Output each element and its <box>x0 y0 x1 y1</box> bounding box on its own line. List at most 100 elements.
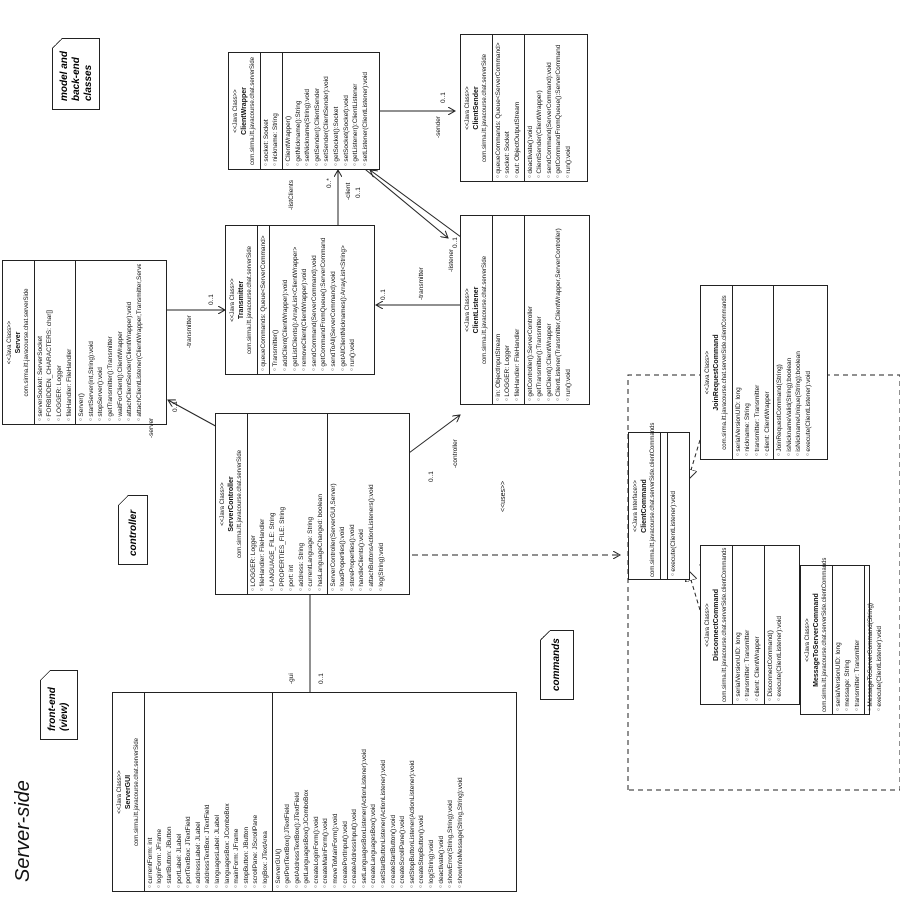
method: createAddressInput():void <box>350 696 360 888</box>
field: serialVersionUID: long <box>734 549 744 701</box>
class-name: Server <box>14 331 22 354</box>
method: ClientSender(ClientWrapper) <box>535 38 545 178</box>
label-transmitter-2-mult: 0..1 <box>380 289 387 300</box>
methods: DisconnectCommand() execute(ClientListen… <box>763 546 786 704</box>
field: languagesLabel: JLabel <box>213 696 223 888</box>
label-server: -server <box>148 417 155 438</box>
method: run():void <box>348 229 358 371</box>
method: getListener():ClientListener <box>351 56 361 166</box>
method: startServer(int,String):void <box>87 264 97 421</box>
label-transmitter-1: -transmitter <box>186 315 193 348</box>
method: setSender(ClientSender):void <box>322 56 332 166</box>
method: sendToAll(ServerCommand):void <box>329 229 339 371</box>
method: getTransmitter():Transmitter <box>535 219 545 401</box>
stereotype: <<Java Class>> <box>233 89 239 133</box>
fields: in: ObjectInputStream LOGGER: Logger fil… <box>493 216 524 404</box>
class-name: DisconnectCommand <box>712 589 720 661</box>
method: getController():ServerController <box>526 219 536 401</box>
field: PROPERTIES_FILE: String <box>278 417 288 591</box>
fields: currentForm: int loginForm: JFrame start… <box>145 693 272 891</box>
field: address: String <box>297 417 307 591</box>
package-name: com.sirma.itt.javacourse.chat.serverSide… <box>722 295 729 450</box>
field: LANGUAGE_FILE: String <box>268 417 278 591</box>
stereotype: <<Java Class>> <box>7 320 13 365</box>
class-name: ClientListener <box>472 286 480 334</box>
package-name: com.sirma.itt.javacourse.chat.serverSide <box>482 255 489 365</box>
method: execute(ClientListener):void <box>775 549 785 701</box>
method: waitForClient():ClientWrapper <box>116 264 126 421</box>
fields: queueCommands: Queue<ServerCommand> <box>258 226 270 374</box>
methods: ServerGUI() getPortTextBox():JTextField … <box>271 693 467 891</box>
assoc-clientwrapper-listener <box>359 164 448 238</box>
field: addressTextBox: JTextField <box>203 696 213 888</box>
method: getPortTextBox():JTextField <box>283 696 293 888</box>
field: nickname: String <box>271 56 281 166</box>
methods: JoinRequestCommand(String) isNicknameVal… <box>773 286 815 459</box>
class-name: ClientWrapper <box>240 87 248 135</box>
field: addressLabel: JLabel <box>194 696 204 888</box>
method: DisconnectCommand() <box>766 549 776 701</box>
class-server-gui: <<Java Class>> ServerGUI com.sirma.itt.j… <box>112 692 517 892</box>
method: storeProperties():void <box>348 417 358 591</box>
stereotype: <<Java Class>> <box>705 603 711 647</box>
field: queueCommands: Queue<ServerCommand> <box>494 38 504 178</box>
method: showInfoMessage(String,String):void <box>456 696 466 888</box>
field: FORBIDDEN_CHARACTERS: char[] <box>45 264 55 421</box>
method: createStopButton():void <box>417 696 427 888</box>
method: MessageToServerCommand(String) <box>866 569 876 711</box>
method: createScrollPane():void <box>398 696 408 888</box>
method: getTransmitter():Transmitter <box>106 264 116 421</box>
label-gui-mult: 0..1 <box>318 673 325 684</box>
class-name: ServerController <box>227 476 235 532</box>
method: sendCommand(ServerCommand):void <box>310 229 320 371</box>
label-client-mult: 0..1 <box>355 187 362 198</box>
field: fileHandler: FileHandler <box>258 417 268 591</box>
note-commands: commands <box>540 630 574 700</box>
field: message: String <box>843 569 853 711</box>
method: addClient(ClientWrapper):void <box>281 229 291 371</box>
field: portLabel: JLabel <box>175 696 185 888</box>
methods: MessageToServerCommand(String) execute(C… <box>863 566 886 714</box>
method: execute(ClientListener):void <box>875 569 885 711</box>
method: Transmitter() <box>271 229 281 371</box>
field: LOGGER: Logger <box>503 219 513 401</box>
label-sender: -sender <box>435 115 442 138</box>
field: socket: Socket <box>503 38 513 178</box>
method: execute(ClientListener):void <box>669 436 679 576</box>
methods: ServerController(ServerGUI,Server) loadP… <box>326 414 388 594</box>
label-client: -client <box>345 182 352 200</box>
methods: execute(ClientListener):void <box>666 433 680 579</box>
method: createPortInput():void <box>341 696 351 888</box>
method: getSocket():Socket <box>332 56 342 166</box>
class-name: Transmitter <box>237 280 245 320</box>
class-server-controller: <<Java Class>> ServerController com.sirm… <box>215 413 410 595</box>
method: getAddressTextBox():JTextField <box>293 696 303 888</box>
method: handleClients():void <box>357 417 367 591</box>
class-client-sender: <<Java Class>> ClientSender com.sirma.it… <box>460 34 588 182</box>
field: stopButton: JButton <box>242 696 252 888</box>
method: deactivate():void <box>526 38 536 178</box>
field: out: ObjectOutputStream <box>513 38 523 178</box>
label-server-mult: 0..1 <box>172 401 179 412</box>
method: getListClients():ArrayList<ClientWrapper… <box>291 229 301 371</box>
class-client-wrapper: <<Java Class>> ClientWrapper com.sirma.i… <box>228 52 380 170</box>
field: LOGGER: Logger <box>249 417 259 591</box>
fields: serialVersionUID: long nickname: String … <box>733 286 773 459</box>
field: transmitter: Transmitter <box>753 289 763 456</box>
method: attachClientSender(ClientWrapper):void <box>125 264 135 421</box>
method: moveToMainForm():void <box>331 696 341 888</box>
method: createStartButton():void <box>389 696 399 888</box>
method: stopServer():void <box>96 264 106 421</box>
field: serialVersionUID: long <box>834 569 844 711</box>
class-name: ClientCommand <box>640 479 648 533</box>
field: startButton: JButton <box>165 696 175 888</box>
stereotype: <<Java Class>> <box>465 288 471 332</box>
method: setNickname(String):void <box>303 56 313 166</box>
note-view: front-end (view) <box>40 670 78 740</box>
field: transmitter: Transmitter <box>853 569 863 711</box>
field: client: ClientWrapper <box>763 289 773 456</box>
method: sendCommand(ServerCommand):void <box>545 38 555 178</box>
package-name: com.sirma.itt.javacourse.chat.serverSide… <box>722 547 729 702</box>
stereotype: <<Java Class>> <box>230 278 236 322</box>
